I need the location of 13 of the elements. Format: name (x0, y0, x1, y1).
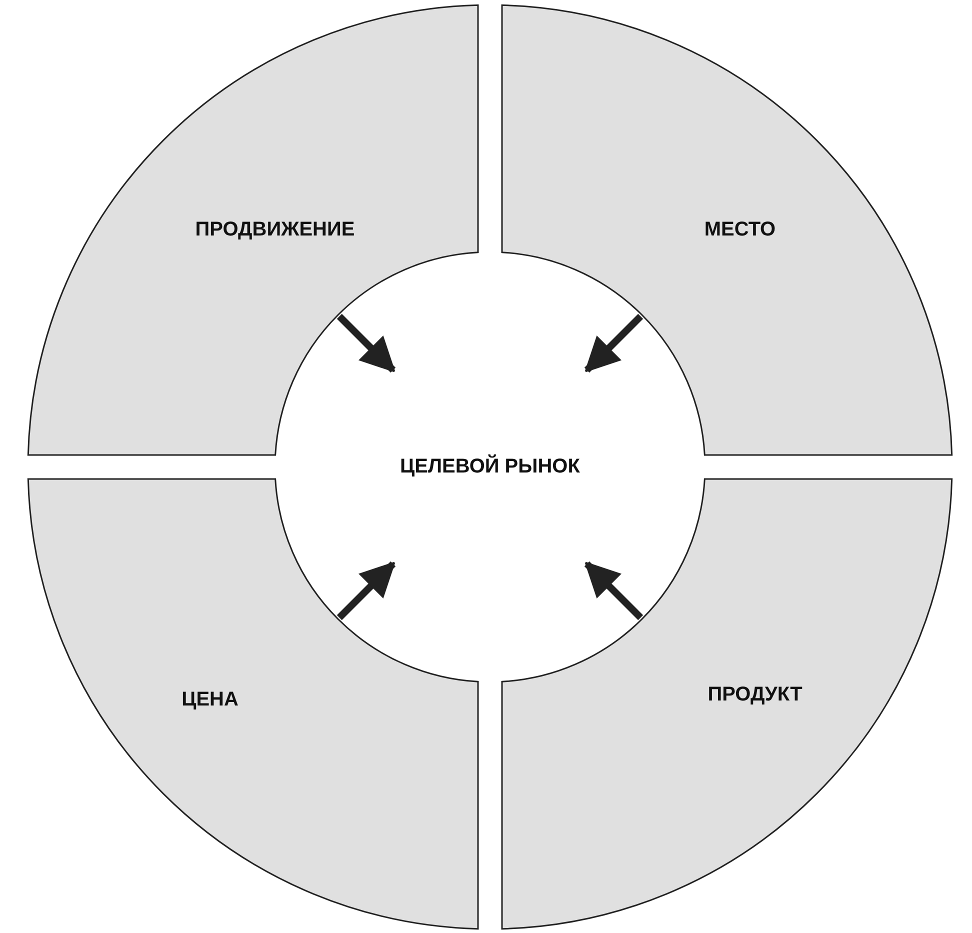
ring-segment (28, 5, 478, 455)
arrow (336, 561, 396, 620)
arrow (584, 314, 644, 373)
ring-segment (502, 5, 952, 455)
segment-label: МЕСТО (704, 218, 776, 242)
arrow (336, 314, 396, 373)
segment-label: ЦЕНА (182, 688, 238, 712)
center-label: ЦЕЛЕВОЙ РЫНОК (400, 456, 580, 478)
segment-label: ПРОДВИЖЕНИЕ (195, 218, 355, 242)
ring-segment (502, 479, 952, 929)
arrow (584, 561, 644, 620)
segment-label: ПРОДУКТ (708, 684, 802, 706)
ring-segment (28, 479, 478, 929)
